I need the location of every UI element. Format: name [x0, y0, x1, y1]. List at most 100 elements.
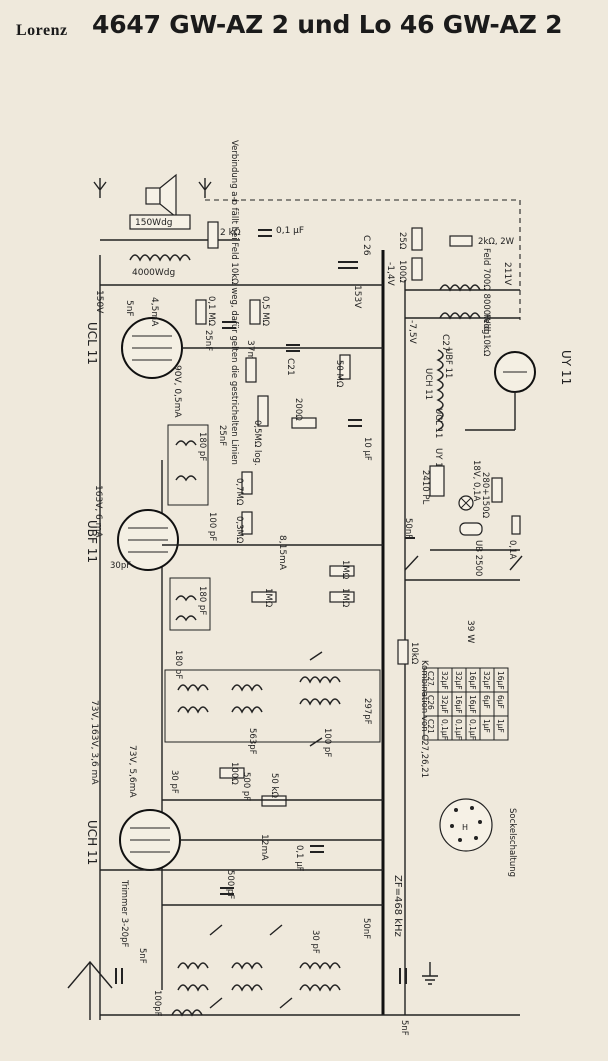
table-header-cell: C26	[426, 695, 435, 710]
trimmer-label: Trimmer 3-20pF	[119, 879, 129, 947]
speaker-icon	[145, 173, 177, 219]
table-cell: 0,1µF	[440, 719, 449, 740]
table-cell: 1µF	[482, 719, 491, 733]
c500-label: 500 pF	[241, 772, 251, 801]
c26-label: C 26	[361, 235, 371, 256]
r05m-label: 0,5 MΩ	[260, 296, 270, 327]
volume-potentiometer	[257, 395, 269, 427]
v153-label: 153V	[352, 285, 362, 309]
field-coil-700	[439, 284, 481, 292]
feld700-label: Feld 700Ω 8000Wdg	[481, 248, 491, 334]
power-label: 39 W	[465, 620, 475, 643]
heater-chain-2: UCL 11	[433, 408, 443, 438]
table-cell: 0,1µF	[454, 719, 463, 740]
heater-chain-4: UY 11	[433, 448, 443, 473]
cap-table-grid: C27C26C2132µF32µF0,1µF32µF16µF0,1µF16µF1…	[423, 667, 509, 741]
r25-label: 25Ω	[397, 232, 407, 250]
if-coil	[175, 595, 197, 622]
r07m-label: 0,7MΩ	[234, 478, 244, 506]
resistor-1m-c	[329, 591, 355, 603]
field-coil-10k	[439, 312, 481, 320]
table-cell: 0,1µF	[468, 719, 477, 740]
c100pf-input-label: 100pF	[152, 990, 162, 1017]
v8-15-label: 8,15mA	[277, 535, 287, 571]
r2k2w-label: 2kΩ, 2W	[478, 237, 515, 247]
lamp-label: 18V, 0,1A	[471, 460, 481, 502]
table-cell: 16µF	[454, 695, 463, 714]
resistor-01m-b	[245, 357, 257, 383]
r50k-label: 50 kΩ	[269, 773, 279, 798]
table-cell: 6µF	[496, 695, 505, 709]
c30pf-input-label: 30 pF	[310, 930, 320, 954]
model-title: 4647 GW-AZ 2 und Lo 46 GW-AZ 2	[92, 10, 563, 39]
c30-label: 30 pF	[169, 770, 179, 794]
r01m-label: 0,1 MΩ	[206, 296, 216, 327]
resistor-2k-2w	[449, 235, 473, 247]
uy11-label: UY 11	[559, 350, 573, 385]
v-1-4-label: -1,4V	[385, 262, 395, 287]
c25nf-label-b: 25nF	[217, 425, 227, 446]
brand-name: Lorenz	[16, 22, 68, 39]
c563-label: 563pF	[247, 728, 257, 755]
c180-label-3: 180 pF	[173, 650, 183, 679]
r100-osc-label: 100Ω	[229, 762, 239, 785]
tube-electrodes	[130, 827, 170, 853]
c500-input-label: 500 pF	[225, 870, 235, 899]
ground-icon	[422, 962, 438, 985]
table-cell: 32µF	[440, 671, 449, 690]
band-switch	[309, 651, 323, 747]
r50m-label: 50 MΩ	[334, 360, 344, 388]
tube-electrodes	[132, 335, 172, 361]
transformer-winding-150	[129, 214, 191, 230]
base-diagram-label: Sockelschaltung	[507, 808, 517, 877]
ucl11-label: UCL 11	[85, 322, 99, 365]
header: Lorenz 4647 GW-AZ 2 und Lo 46 GW-AZ 2	[0, 0, 608, 60]
v37-label: 37mA	[245, 340, 255, 367]
c100pf-label: 100 pF	[207, 512, 217, 541]
resistor-280	[491, 477, 503, 503]
v12-label: 12mA	[259, 834, 269, 861]
winding-150-label: 150Wdg	[135, 218, 173, 228]
r1m-label-a: 1MΩ	[340, 560, 350, 580]
barretter-ub2500	[459, 522, 483, 536]
winding-4000-label: 4000Wdg	[132, 268, 175, 278]
c01-label: 0,1 µF	[276, 226, 304, 236]
if-coil	[175, 440, 197, 482]
c100pf-osc-label: 100 pF	[322, 728, 332, 757]
resistor-25	[411, 227, 423, 251]
antenna-icon	[93, 178, 107, 198]
if-freq-label: ZF=468 kHz	[392, 875, 403, 937]
table-cell: 32µF	[482, 671, 491, 690]
r10k-label: 10kΩ	[409, 642, 419, 665]
uch11-label: UCH 11	[85, 820, 99, 865]
c10uf-label: 10 µF	[362, 437, 372, 461]
input-coils	[177, 962, 341, 970]
c180-label-2: 180 pF	[197, 586, 207, 615]
if-transformer-1	[169, 577, 211, 631]
v4-5-label: 4,5mA	[149, 297, 159, 327]
r1m-label-b: 1MΩ	[263, 588, 273, 608]
pl-resistor	[429, 465, 445, 497]
resistor-50m	[339, 354, 351, 380]
feld10k-label: Feld 10kΩ	[481, 314, 491, 357]
transformer-winding-4000	[129, 254, 191, 262]
r100-label: 100Ω	[397, 260, 407, 283]
input-band-switches	[209, 924, 293, 1009]
table-header-cell: C27	[426, 671, 435, 686]
c180-label-1: 180 pF	[197, 432, 207, 461]
heater-chain-3: UBF 11	[443, 348, 453, 378]
r200-label: 200Ω	[293, 398, 303, 421]
r2k-label: 2 kΩ	[220, 228, 241, 238]
oscillator-coils	[177, 676, 341, 692]
ub2500-label: UB 2500	[473, 540, 483, 576]
antenna-input-icon	[67, 960, 113, 1020]
antenna-icon-right	[198, 178, 212, 198]
c01uf-b-label: 0,1 µF	[294, 845, 304, 872]
resistor-2k	[207, 221, 219, 249]
r05mlog-label: 0,5MΩ log.	[252, 420, 262, 466]
resistor-1m-a	[329, 565, 355, 577]
resistor-50k	[261, 795, 287, 807]
input-coils-2	[177, 984, 341, 992]
table-cell: 16µF	[496, 671, 505, 690]
tube-base-diagram: H Sockelschaltung	[439, 798, 517, 877]
